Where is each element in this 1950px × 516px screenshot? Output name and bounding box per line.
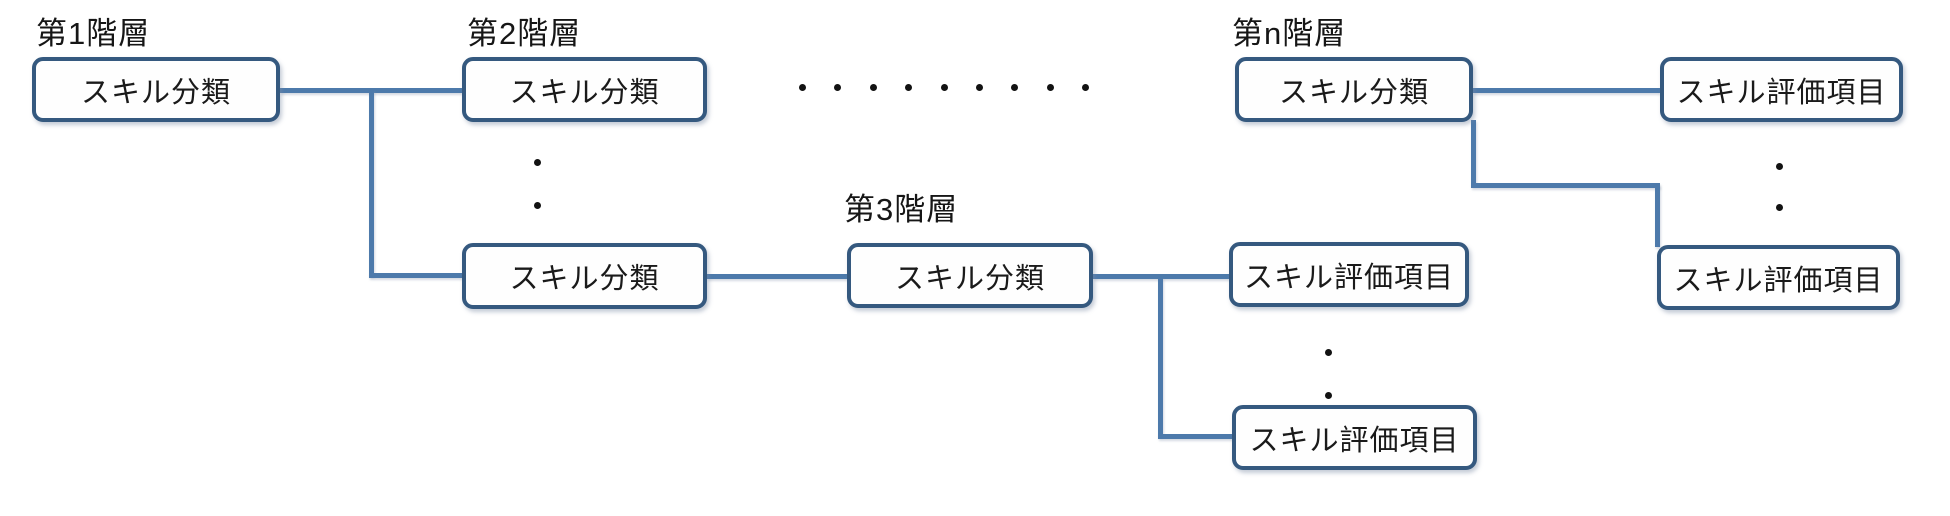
ellipsis-dot	[940, 83, 948, 91]
connector-ln-branch-down	[1471, 120, 1476, 185]
level-n-label: 第n階層	[1232, 16, 1347, 51]
connector-l3-to-eval-bottom	[1158, 434, 1232, 439]
vertical-ellipsis-leveln-children	[1775, 163, 1783, 211]
ellipsis-dot	[1082, 83, 1089, 91]
connector-l1-to-l2-bottom	[369, 273, 462, 278]
connector-ln-to-eval-bottom	[1655, 185, 1660, 247]
node-level3-skill-category: スキル分類	[847, 243, 1093, 308]
ellipsis-dot	[975, 83, 983, 91]
ellipsis-dot	[1324, 349, 1332, 356]
node-level3-eval-item-bottom: スキル評価項目	[1232, 405, 1477, 470]
ellipsis-dot	[1046, 83, 1054, 91]
connector-l1-branch-down	[369, 90, 374, 276]
connector-ln-to-eval-top	[1473, 88, 1660, 93]
node-level3-eval-item-top: スキル評価項目	[1229, 242, 1469, 307]
ellipsis-dot	[1324, 392, 1332, 399]
ellipsis-dot	[1011, 83, 1019, 91]
ellipsis-dot	[1775, 163, 1783, 170]
level-1-label: 第1階層	[36, 16, 151, 51]
node-level1-skill-category: スキル分類	[32, 57, 280, 122]
node-leveln-skill-category: スキル分類	[1235, 57, 1473, 122]
node-level2-skill-category-top: スキル分類	[462, 57, 707, 122]
ellipsis-dot	[533, 159, 541, 166]
vertical-ellipsis-level3-children	[1324, 349, 1332, 399]
vertical-ellipsis-level2	[533, 159, 541, 209]
node-level2-skill-category-bottom: スキル分類	[462, 243, 707, 309]
horizontal-ellipsis-dots	[799, 83, 1089, 91]
ellipsis-dot	[533, 202, 541, 209]
connector-l3-to-eval-top	[1093, 274, 1229, 279]
ellipsis-dot	[799, 83, 806, 91]
level-3-label: 第3階層	[844, 192, 959, 227]
ellipsis-dot	[1775, 204, 1783, 211]
level-2-label: 第2階層	[467, 16, 582, 51]
node-leveln-eval-item-top: スキル評価項目	[1660, 57, 1903, 122]
ellipsis-dot	[869, 83, 877, 91]
connector-l2-to-l3	[707, 274, 847, 279]
connector-l3-branch-down	[1158, 277, 1163, 436]
ellipsis-dot	[905, 83, 913, 91]
ellipsis-dot	[834, 83, 842, 91]
connector-ln-branch-across	[1471, 183, 1660, 188]
node-leveln-eval-item-bottom: スキル評価項目	[1657, 245, 1900, 310]
